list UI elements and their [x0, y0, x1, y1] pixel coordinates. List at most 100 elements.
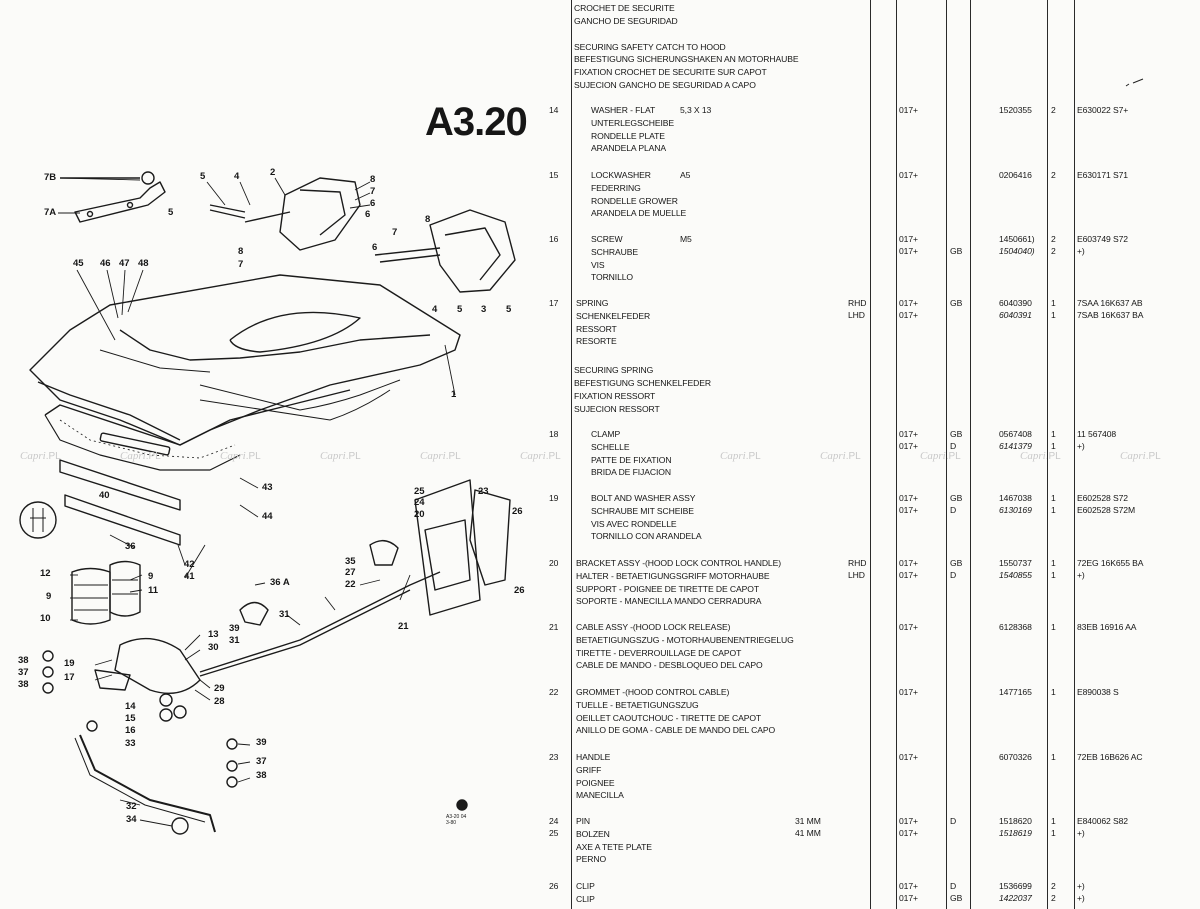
part-description: PATTE DE FIXATION [591, 454, 672, 465]
watermark: Capri.PL [520, 450, 561, 462]
steering-side: 41 MM [795, 828, 821, 838]
engineering-number: 7SAB 16K637 BA [1077, 310, 1144, 320]
part-description: WASHER - FLAT [591, 105, 656, 115]
quantity: 1 [1051, 441, 1056, 451]
date-code: 017+ [899, 687, 918, 697]
engineering-number: +) [1077, 881, 1085, 891]
engineering-number: E602528 S72M [1077, 505, 1136, 515]
part-description: MANECILLA [576, 790, 624, 801]
part-label: 33 [125, 738, 136, 749]
part-label: 28 [214, 696, 225, 707]
quantity: 1 [1051, 828, 1056, 838]
part-label: 6 [372, 242, 378, 253]
column-divider [970, 0, 971, 909]
part-description: CLIP [576, 881, 595, 891]
part-label: 38 [18, 655, 29, 666]
part-number: 1518620 [999, 816, 1032, 826]
page-code: A3.20 [425, 100, 528, 144]
engineering-number: 72EB 16B626 AC [1077, 752, 1143, 762]
part-label: 4 [432, 304, 438, 315]
part-description: GRIFF [576, 764, 602, 775]
part-label: 19 [64, 658, 75, 669]
part-label: 14 [125, 701, 136, 712]
diagram-drawing [19, 171, 516, 835]
watermark: Capri.PL [220, 450, 261, 462]
part-label: 8 [425, 214, 431, 225]
watermark: Capri.PL [420, 450, 461, 462]
steering-side: 31 MM [795, 816, 821, 826]
part-description: SPRING [576, 298, 609, 308]
part-description: SCREW [591, 234, 623, 244]
engineering-number: E840062 S82 [1077, 816, 1128, 826]
part-description: RONDELLE GROWER [591, 195, 678, 206]
watermark: Capri.PL [20, 450, 61, 462]
market-code: GB [950, 493, 963, 503]
part-label: 6 [365, 209, 371, 220]
column-divider [1074, 0, 1075, 909]
quantity: 1 [1051, 687, 1056, 697]
quantity: 1 [1051, 310, 1056, 320]
part-label: 4 [234, 171, 240, 182]
part-label: 34 [126, 814, 137, 825]
market-code: D [950, 505, 957, 515]
part-number: 0206416 [999, 170, 1032, 180]
part-label: 2 [270, 167, 276, 178]
part-description: GROMMET -(HOOD CONTROL CABLE) [576, 687, 730, 697]
date-code: 017+ [899, 816, 918, 826]
quantity: 1 [1051, 429, 1056, 439]
part-description: FEDERRING [591, 182, 641, 193]
part-description: BETAETIGUNGSZUG - MOTORHAUBENENTRIEGELUG [576, 634, 794, 645]
engineering-number: E603749 S72 [1077, 234, 1128, 244]
part-description: BOLZEN [576, 828, 610, 839]
date-code: 017+ [899, 105, 918, 115]
header-line: FIXATION RESSORT [574, 391, 656, 401]
engineering-number: +) [1077, 828, 1085, 838]
date-code: 017+ [899, 170, 918, 180]
quantity: 1 [1051, 298, 1056, 308]
part-label: 7A [44, 207, 57, 218]
date-code: 017+ [899, 752, 918, 762]
part-label: 10 [40, 613, 51, 624]
part-label: 31 [229, 635, 240, 646]
engineering-number: +) [1077, 570, 1085, 580]
part-description: SOPORTE - MANECILLA MANDO CERRADURA [576, 596, 762, 607]
engineering-number: E630022 S7+ [1077, 105, 1129, 115]
part-description: RESSORT [576, 323, 617, 334]
item-number: 18 [549, 429, 559, 439]
part-label: 3 [481, 304, 487, 315]
part-label: 21 [398, 621, 409, 632]
date-code: 017+ [899, 622, 918, 632]
part-description: BRIDA DE FIJACION [591, 467, 671, 478]
column-divider [870, 0, 871, 909]
column-divider [946, 0, 947, 909]
scan-mark-icon [1125, 78, 1144, 87]
part-description: BOLT AND WASHER ASSY [591, 493, 696, 503]
header-line: GANCHO DE SEGURIDAD [574, 16, 678, 26]
part-label: 8 [238, 246, 244, 257]
part-number: 1450661) [999, 234, 1035, 244]
part-description: HANDLE [576, 752, 611, 762]
part-label: 13 [208, 629, 219, 640]
watermark: Capri.PL [1120, 450, 1161, 462]
quantity: 1 [1051, 493, 1056, 503]
date-code: 017+ [899, 558, 918, 568]
engineering-number: 83EB 16916 AA [1077, 622, 1137, 632]
part-label: 1 [451, 389, 457, 400]
part-label: 24 [414, 497, 425, 508]
part-description: TORNILLO [591, 272, 634, 283]
part-label: 22 [345, 579, 356, 590]
quantity: 1 [1051, 752, 1056, 762]
header-line: BEFESTIGUNG SICHERUNGSHAKEN AN MOTORHAUB… [574, 54, 799, 64]
part-number: 6070326 [999, 752, 1032, 762]
part-description: SCHENKELFEDER [576, 310, 651, 321]
watermark: Capri.PL [320, 450, 361, 462]
quantity: 2 [1051, 246, 1056, 256]
watermark: Capri.PL [120, 450, 161, 462]
hood-latch-assembly [209, 177, 516, 293]
item-number: 19 [549, 493, 559, 503]
steering-side: RHD [848, 558, 867, 568]
market-code: GB [950, 558, 963, 568]
part-number: 1520355 [999, 105, 1032, 115]
engineering-number: E630171 S71 [1077, 170, 1128, 180]
